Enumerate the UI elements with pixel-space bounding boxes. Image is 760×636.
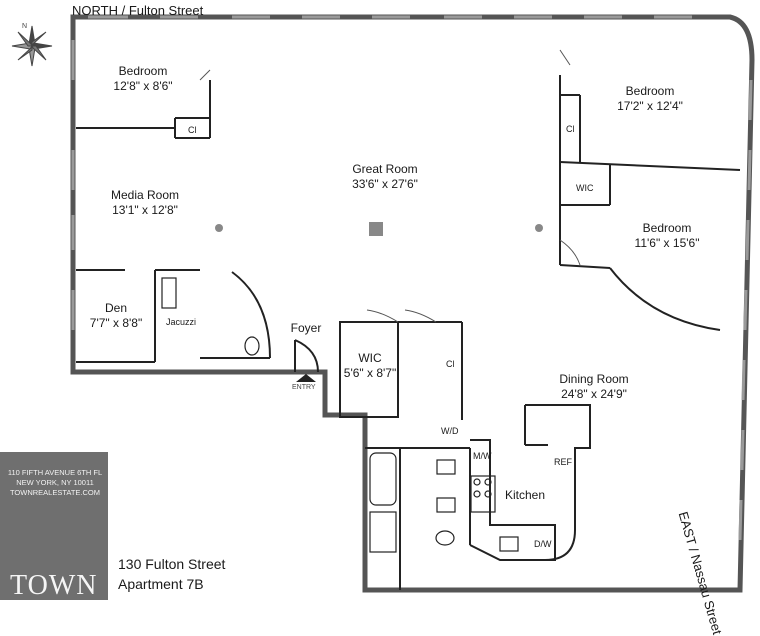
closet-label-ne: Cl [566,124,575,134]
east-windows [738,79,753,541]
jacuzzi-label: Jacuzzi [166,317,197,327]
kitchen-sink [499,536,519,552]
room-dimensions: 33'6" x 27'6" [352,177,418,191]
room-wic-center: WIC 5'6" x 8'7" [344,351,396,381]
room-dimensions: 12'8" x 8'6" [113,79,173,93]
listing-street: 130 Fulton Street [118,556,226,572]
room-dimensions: 7'7" x 8'8" [89,316,143,330]
room-dimensions: 13'1" x 12'8" [112,203,178,217]
brand-box: 110 FIFTH AVENUE 6TH FL NEW YORK, NY 100… [0,452,108,601]
wic-label-ne: WIC [576,183,594,193]
stove-burner-2 [484,478,492,486]
room-name: Bedroom [118,64,168,78]
brand-address-line: NEW YORK, NY 10011 [16,478,94,487]
tub-upper [161,277,177,309]
refrigerator-label: REF [554,457,572,467]
column-center [369,222,383,236]
room-great-room: Great Room 33'6" x 27'6" [352,162,418,192]
foyer-label: Foyer [290,321,322,335]
microwave-label: M/W [473,451,492,461]
room-bedroom-e: Bedroom 11'6" x 15'6" [635,221,700,251]
street-label-north: NORTH / Fulton Street [72,3,204,18]
stove-burner-1 [473,478,481,486]
room-name: Great Room [352,162,418,176]
room-name: WIC [358,351,382,365]
stove-burner-4 [484,490,492,498]
stove [470,475,496,513]
floor-plan [70,14,755,593]
bathtub [369,452,397,506]
room-kitchen: Kitchen [505,488,545,503]
room-name: Den [104,301,127,315]
room-dimensions: 11'6" x 15'6" [634,236,700,250]
room-name: Bedroom [625,84,675,98]
room-name: Bedroom [642,221,692,235]
room-dimensions: 17'2" x 12'4" [617,99,683,113]
shower [369,511,397,553]
room-den: Den 7'7" x 8'8" [90,301,142,331]
toilet-lower [435,530,455,546]
stove-burner-3 [473,490,481,498]
brand-address-line: 110 FIFTH AVENUE 6TH FL [7,468,103,477]
entry-arrow [296,374,316,382]
room-dimensions: 24'8" x 24'9" [561,387,627,401]
brand-address: 110 FIFTH AVENUE 6TH FL NEW YORK, NY 100… [5,468,105,498]
room-dining-room: Dining Room 24'8" x 24'9" [559,372,628,402]
brand-website: TOWNREALESTATE.COM [9,488,100,497]
room-media-room: Media Room 13'1" x 12'8" [111,188,179,218]
room-name: Media Room [110,188,180,202]
exterior-wall [70,14,755,593]
washer-dryer-label: W/D [441,426,459,436]
room-dimensions: 5'6" x 8'7" [343,366,397,380]
column-east [535,224,543,232]
sink-2 [436,497,456,513]
toilet-upper [244,336,260,356]
room-name: Dining Room [559,372,629,386]
listing-unit: Apartment 7B [118,576,204,592]
room-bedroom-ne: Bedroom 17'2" x 12'4" [617,84,683,114]
compass-icon: N [11,23,53,67]
sink-1 [436,459,456,475]
entry-label: ENTRY [292,384,316,391]
dishwasher-label: D/W [534,539,552,549]
closet-label-center: Cl [446,359,455,369]
closet-label-nw: Cl [188,125,197,135]
brand-logo-text: TOWN [10,570,98,601]
room-name: Kitchen [504,488,546,502]
compass-letter: N [22,23,27,30]
room-bedroom-nw: Bedroom 12'8" x 8'6" [113,64,172,94]
listing-info: 130 Fulton Street Apartment 7B [118,554,225,594]
column-west [215,224,223,232]
